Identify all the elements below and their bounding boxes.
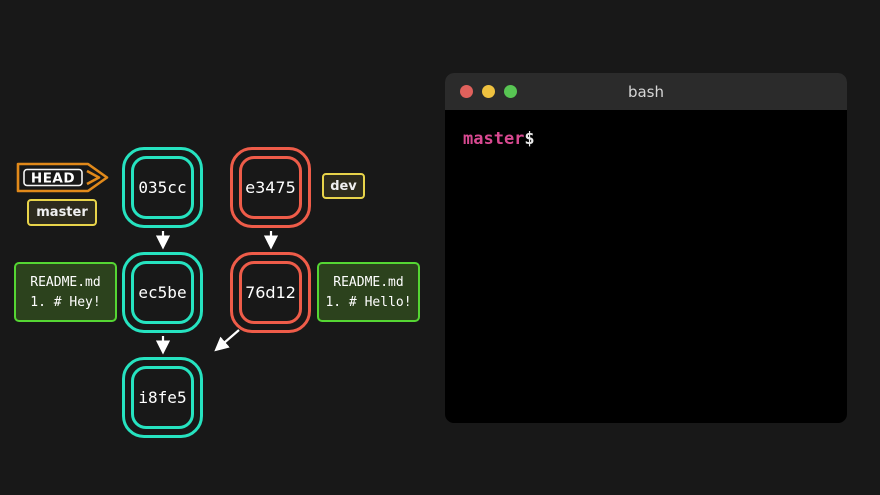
head-pointer-badge: HEAD: [16, 162, 109, 193]
zoom-button[interactable]: [504, 85, 517, 98]
window-controls: [460, 85, 517, 98]
minimize-button[interactable]: [482, 85, 495, 98]
branch-badge-dev: dev: [322, 173, 365, 199]
commit-hash: i8fe5: [138, 388, 187, 407]
terminal-body[interactable]: master$: [445, 110, 847, 168]
commit-node-ec5be: ec5be: [122, 252, 203, 333]
commit-node-e3475: e3475: [230, 147, 311, 228]
commit-hash: 035cc: [138, 178, 187, 197]
commit-hash: ec5be: [138, 283, 187, 302]
file-title: README.md: [30, 274, 101, 290]
branch-badge-master-label: master: [36, 205, 88, 220]
head-arrow-outline: [16, 162, 109, 193]
commit-hash: e3475: [245, 178, 296, 197]
commit-node-inner-ring: ec5be: [131, 261, 194, 324]
branch-badge-master: master: [27, 199, 97, 226]
close-button[interactable]: [460, 85, 473, 98]
file-box-readme-master: README.md 1. # Hey!: [14, 262, 117, 322]
commit-node-inner-ring: 035cc: [131, 156, 194, 219]
commit-node-76d12: 76d12: [230, 252, 311, 333]
prompt-branch: master: [463, 129, 525, 149]
file-content-line: 1. # Hey!: [30, 294, 101, 310]
file-box-readme-dev: README.md 1. # Hello!: [317, 262, 420, 322]
terminal-title: bash: [627, 82, 665, 101]
file-title: README.md: [333, 274, 404, 290]
terminal-window[interactable]: bash master$: [445, 73, 847, 423]
commit-hash: 76d12: [245, 283, 296, 302]
terminal-titlebar[interactable]: bash: [445, 73, 847, 110]
head-chevron-icon: [86, 169, 101, 186]
commit-node-035cc: 035cc: [122, 147, 203, 228]
commit-node-inner-ring: 76d12: [239, 261, 302, 324]
head-label: HEAD: [31, 171, 75, 187]
commit-node-i8fe5: i8fe5: [122, 357, 203, 438]
prompt-symbol: $: [524, 129, 535, 149]
head-label-outline: [23, 168, 83, 187]
file-content-line: 1. # Hello!: [325, 294, 412, 310]
commit-node-inner-ring: i8fe5: [131, 366, 194, 429]
branch-badge-dev-label: dev: [330, 178, 357, 194]
commit-node-inner-ring: e3475: [239, 156, 302, 219]
